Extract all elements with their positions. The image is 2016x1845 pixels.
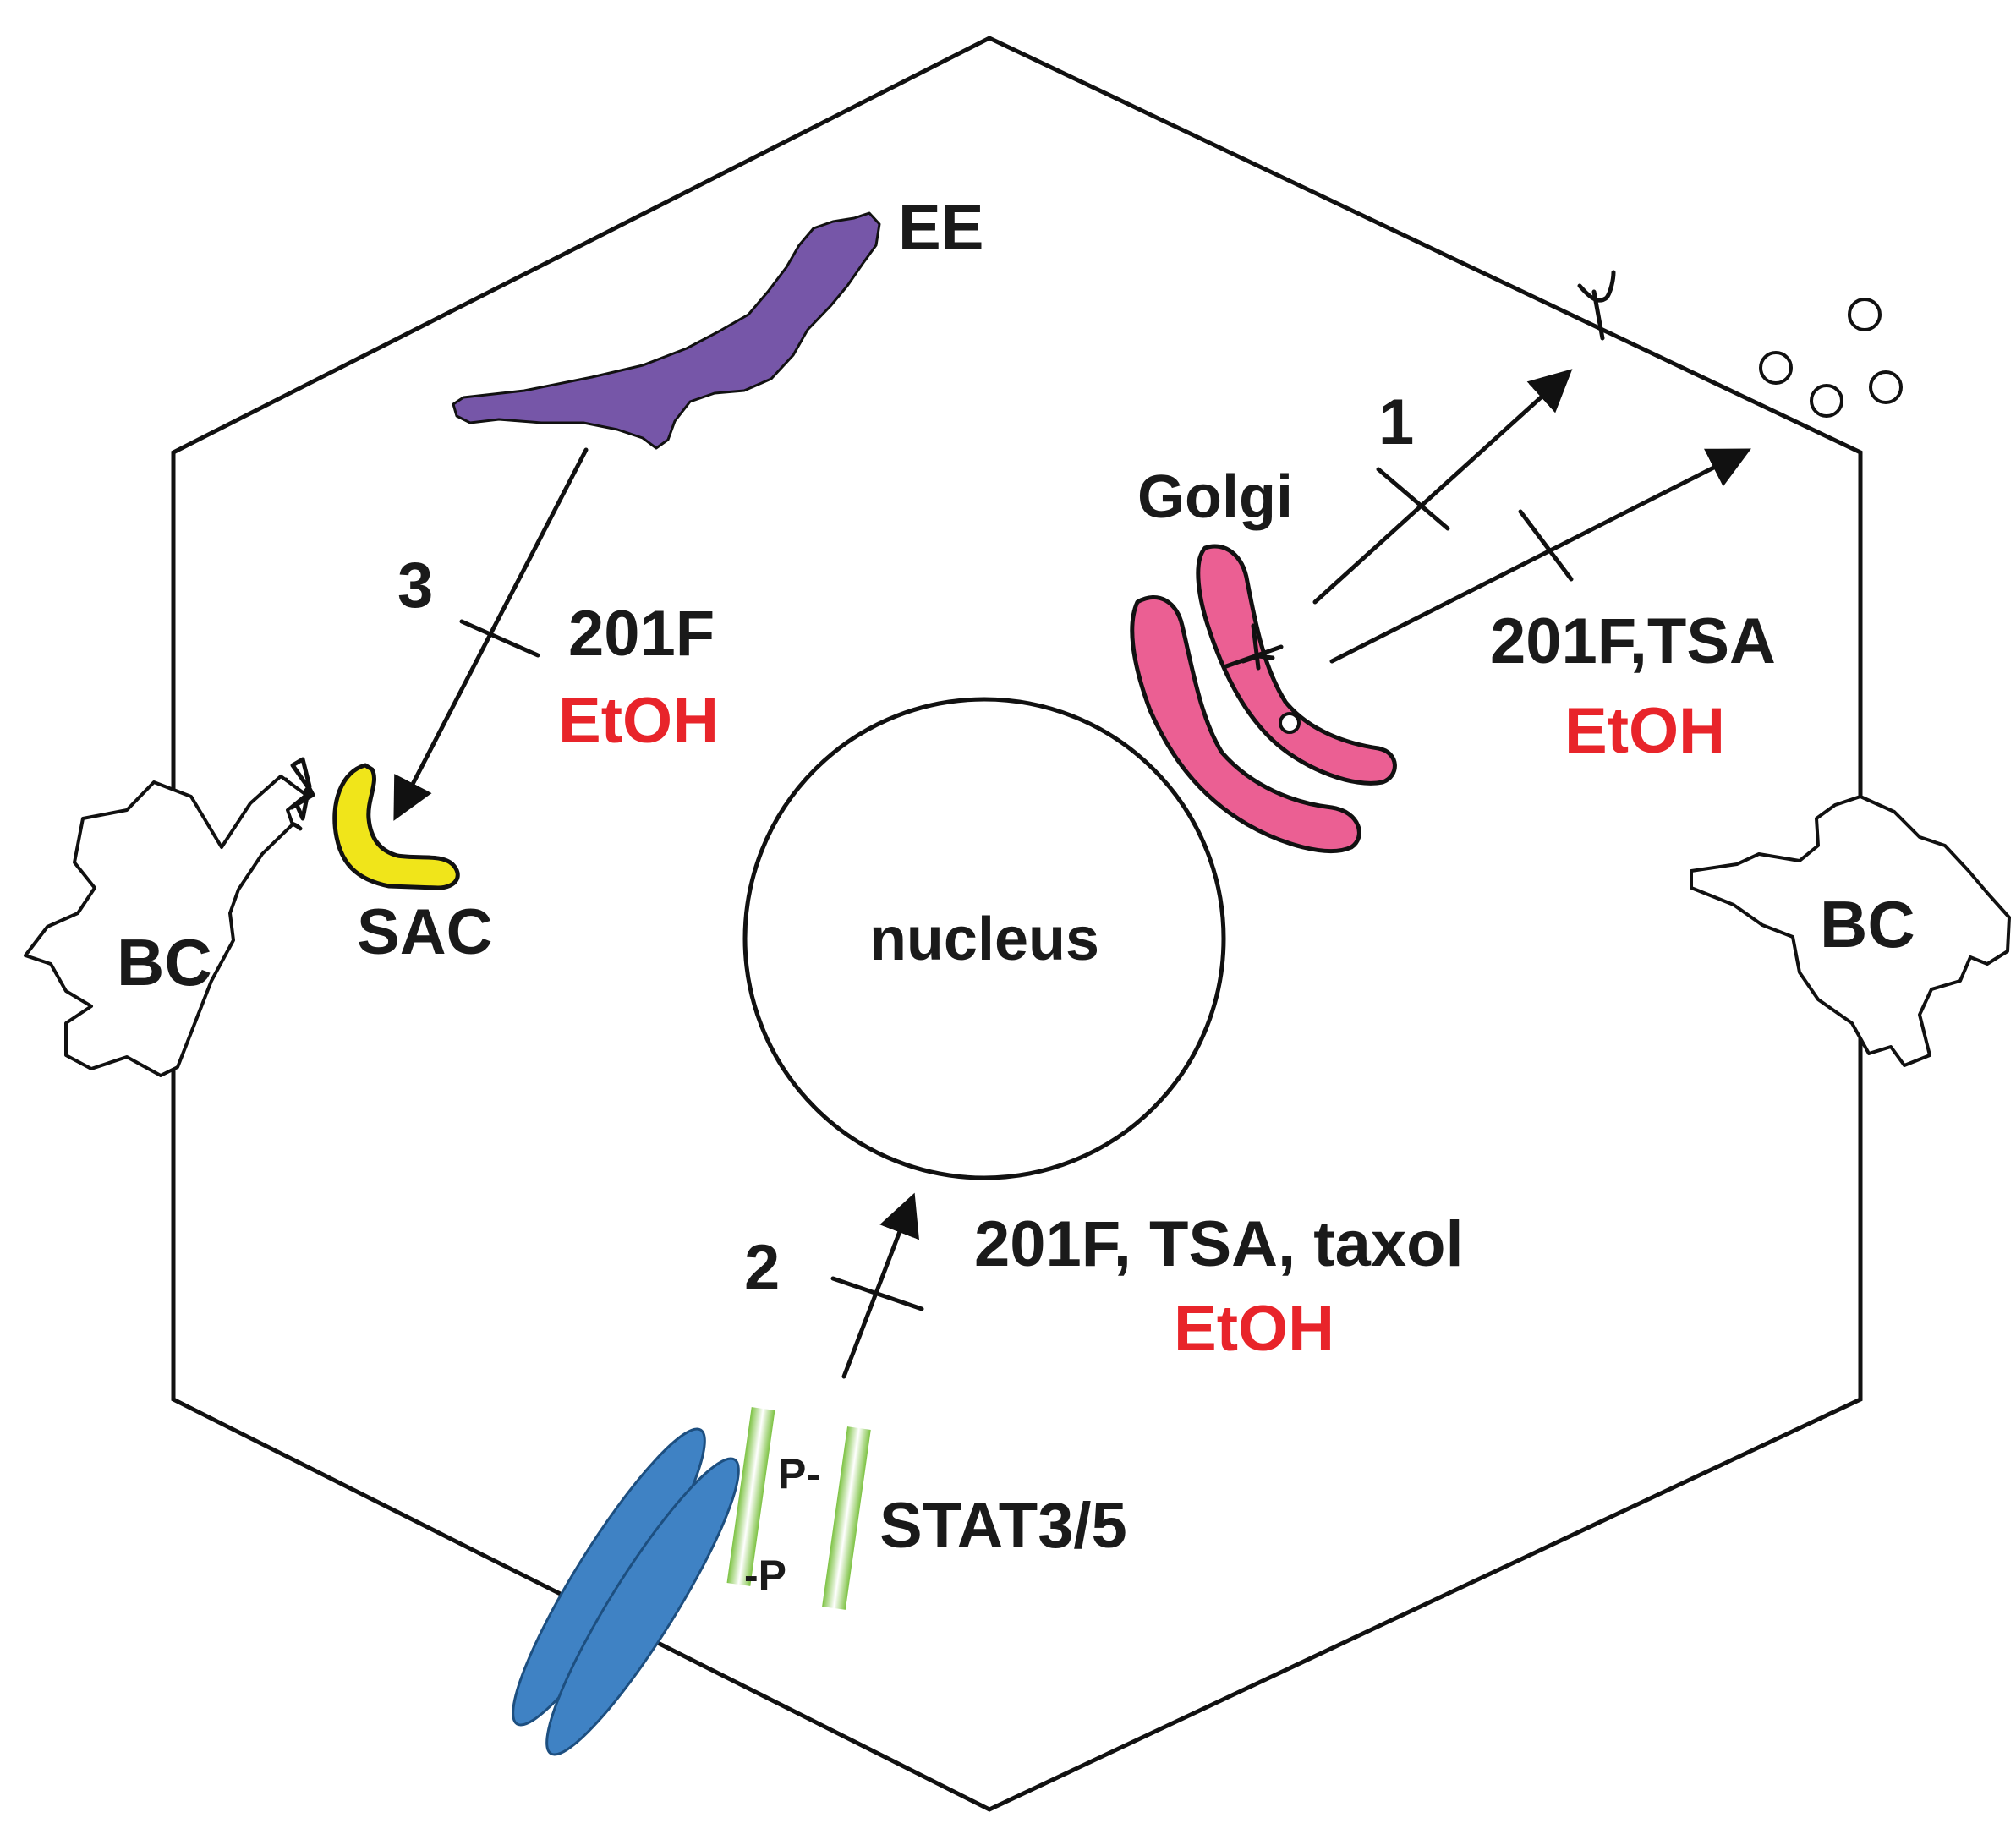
step-1-label: 1 (1378, 386, 1414, 458)
bc-right-label: BC (1820, 887, 1915, 961)
bc-left-shape (24, 775, 308, 1077)
pathway-3-inhibitors: 201F (568, 598, 715, 670)
sac-label: SAC (357, 896, 492, 968)
stat-monomer-left (726, 1407, 775, 1586)
golgi-cisterna-outer (1130, 595, 1361, 853)
pathway-2-inhibitors: 201F, TSA, taxol (974, 1208, 1464, 1280)
golgi-receptor-icon (1224, 623, 1284, 671)
bc-left-label: BC (117, 925, 212, 999)
pathway-1-inhibitors: 201F,TSA (1490, 605, 1776, 677)
nucleus (742, 697, 1226, 1180)
subapical-compartment (332, 763, 460, 890)
cytokine-receptor-right (545, 1457, 740, 1756)
golgi-vesicle (1279, 712, 1301, 734)
golgi-cisterna-inner (1196, 544, 1397, 786)
step-3-label: 3 (397, 550, 433, 621)
pathway-2-arrow (841, 1192, 919, 1379)
step-2-label: 2 (744, 1232, 780, 1304)
ee-label: EE (898, 192, 983, 264)
secreted-vesicle (1869, 370, 1903, 404)
pathway-3-arrow (393, 447, 589, 821)
phospho-top-label: P- (778, 1450, 820, 1497)
pathway-1-arrow-receptor (1312, 369, 1573, 605)
stat-label: STAT3/5 (879, 1490, 1127, 1562)
early-endosome (452, 211, 881, 450)
stat-monomer-right (822, 1426, 871, 1610)
pathway-1-condition: EtOH (1564, 695, 1725, 767)
nucleus-label: nucleus (869, 906, 1099, 973)
pathway-2-condition: EtOH (1174, 1293, 1334, 1365)
pathway-2-block (830, 1276, 924, 1311)
bc-right-shape (1690, 795, 2011, 1067)
secreted-vesicle (1759, 351, 1793, 385)
secreted-vesicle (1848, 298, 1882, 331)
golgi-label: Golgi (1137, 463, 1293, 531)
pathway-1-block-b (1518, 509, 1574, 582)
pathway-3-block (459, 619, 540, 658)
phospho-bottom-label: -P (744, 1552, 786, 1599)
pathway-3-condition: EtOH (558, 685, 719, 757)
pathway-1-block-a (1376, 467, 1450, 531)
pathway-1-arrow-secretion (1329, 448, 1751, 664)
secreted-vesicle (1810, 384, 1843, 418)
membrane-receptor-icon (1577, 270, 1616, 341)
